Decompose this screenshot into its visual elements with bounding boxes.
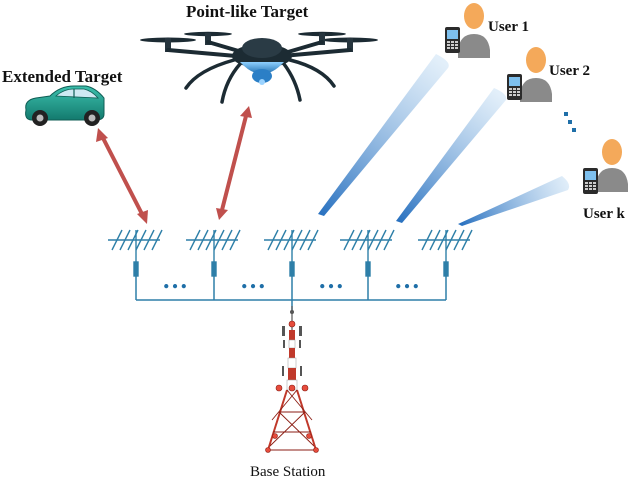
antenna-ellipsis-3: … (318, 265, 344, 294)
base-station-label: Base Station (250, 464, 326, 480)
phone-icon (507, 74, 522, 100)
antenna-element-3 (264, 229, 319, 277)
echo-arrow-drone (216, 106, 252, 220)
phone-icon (583, 168, 598, 194)
antenna-icon (418, 229, 473, 277)
user-1 (445, 3, 490, 58)
tower-icon (265, 306, 319, 453)
user-dots (564, 112, 576, 132)
echo-arrows (96, 106, 252, 224)
user2-label: User 2 (549, 63, 590, 79)
beam-user1 (318, 54, 449, 216)
beam-userk (458, 176, 570, 226)
beam-user2 (396, 88, 507, 223)
antenna-element-2 (186, 229, 241, 277)
antenna-icon (186, 229, 241, 277)
user-icon (458, 34, 490, 58)
antenna-icon (264, 229, 319, 277)
user-k (583, 139, 628, 194)
antenna-element-4 (340, 229, 395, 277)
userk-label: User k (583, 206, 625, 222)
echo-arrow-car (96, 128, 148, 224)
antenna-icon (340, 229, 395, 277)
user-2 (507, 47, 552, 102)
antenna-icon (108, 229, 163, 277)
antenna-element-5 (418, 229, 473, 277)
user-icon (596, 168, 628, 192)
antenna-ellipsis-1: … (162, 265, 188, 294)
drone-icon (140, 31, 378, 104)
comm-beams (318, 54, 570, 226)
user1-label: User 1 (488, 19, 529, 35)
extended-target-label: Extended Target (2, 67, 123, 86)
user-icon (520, 78, 552, 102)
antenna-element-1 (108, 229, 163, 277)
car-icon (25, 85, 105, 126)
antenna-ellipsis-2: … (240, 265, 266, 294)
phone-icon (445, 27, 460, 53)
antenna-ellipsis-4: … (394, 265, 420, 294)
point-target-label: Point-like Target (186, 2, 309, 21)
